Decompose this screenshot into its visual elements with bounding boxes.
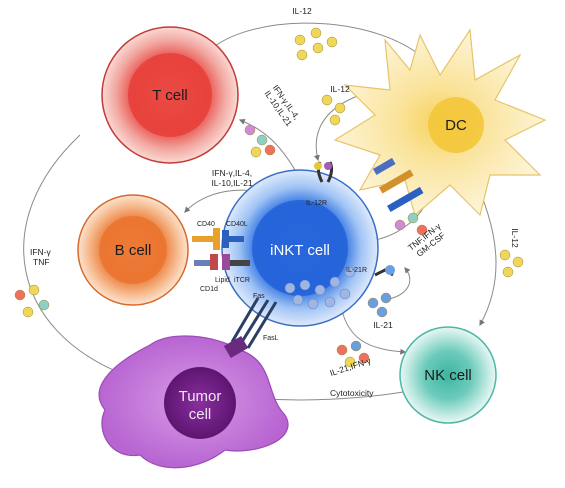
label-bcell-cytokines-1: IFN-γ,IL-4, <box>212 168 252 178</box>
label-fas: Fas <box>253 293 265 300</box>
label-bcell-cytokines-2: IL-10,IL-21 <box>211 178 252 188</box>
inkt-cell: iNKT cell <box>221 169 379 327</box>
nk-cell-label: NK cell <box>424 367 472 384</box>
arrow-tcell-to-tumor <box>23 134 127 377</box>
fas-ligand-binding <box>223 335 249 359</box>
label-cd1d: CD1d <box>200 286 218 293</box>
label-tcell-cytokines: IFN-γ,IL-4, IL-10,IL-21 <box>263 83 302 128</box>
t-cell-label: T cell <box>152 87 188 104</box>
dc-inkt-receptors <box>372 157 424 212</box>
il12r-receptor <box>314 161 334 183</box>
label-ifng-tnf-1: IFN-γ <box>30 247 52 257</box>
label-cd40l: CD40L <box>226 221 248 228</box>
label-il21: IL-21 <box>373 320 393 330</box>
inkt-cell-label: iNKT cell <box>270 242 330 259</box>
tumor-cell-label-line2: cell <box>189 406 212 423</box>
tumor-cell-label-line1: Tumor <box>179 388 222 405</box>
cd40-receptor <box>192 228 220 250</box>
label-fasl: FasL <box>263 335 279 342</box>
arrow-dc-to-inkt-il12 <box>313 94 361 162</box>
label-itcr: iTCR <box>234 277 250 284</box>
dendritic-cell: DC <box>333 28 547 217</box>
il21r-receptor <box>374 265 395 277</box>
nk-cell: NK cell <box>399 326 497 424</box>
label-cd40: CD40 <box>197 221 215 228</box>
label-dc-cytokines: TNF,IFN-γ GM-CSF <box>406 220 447 258</box>
label-il21r: IL-21R <box>346 267 367 274</box>
fas-fasl <box>230 297 278 349</box>
cd40l-receptor <box>222 230 244 248</box>
cytokine-dots <box>14 27 524 368</box>
dc-label: DC <box>445 117 467 134</box>
cd1d-tcr-complex <box>194 254 250 270</box>
label-il12-nk: IL-12 <box>510 228 520 248</box>
label-il12r: IL-12R <box>306 200 327 207</box>
arrow-inkt-to-tcell <box>238 118 296 171</box>
label-il12-top: IL-12 <box>292 6 312 16</box>
b-cell-label: B cell <box>115 242 152 259</box>
granules <box>284 266 356 310</box>
label-ifng-tnf-2: TNF <box>33 257 50 267</box>
tumor-cell: Tumor cell <box>98 335 289 469</box>
b-cell: B cell <box>77 194 189 306</box>
label-lipid: Lipid <box>215 277 230 284</box>
t-cell: T cell <box>101 26 239 164</box>
label-cytotoxicity: Cytotoxicity <box>330 388 374 398</box>
label-il12-dc-inkt: IL-12 <box>330 84 350 94</box>
arrow-dc-to-tcell <box>204 22 421 56</box>
